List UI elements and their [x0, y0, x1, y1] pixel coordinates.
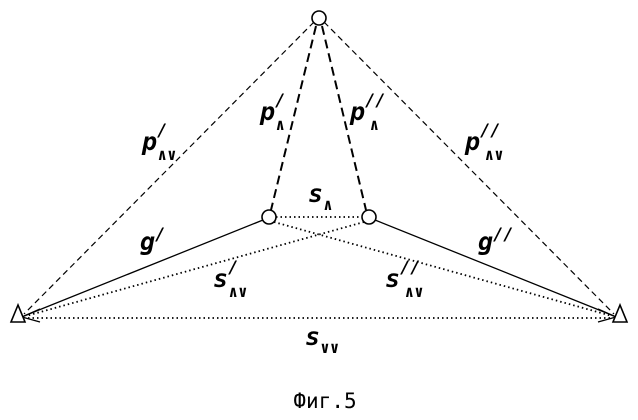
left-base-triangle — [9, 302, 27, 323]
label-s-top: s∧ — [308, 179, 333, 214]
edge-apex-left-inner — [270, 25, 317, 211]
label-p-right-inner: p//∧ — [349, 91, 386, 134]
label-s-bottom: s∨∨ — [305, 322, 339, 357]
edge-apex-right-inner — [321, 25, 367, 211]
right-base-triangle — [611, 302, 629, 323]
right-inner-node — [361, 209, 377, 225]
edge-right-inner-right-base — [374, 219, 615, 317]
figure-caption: Фиг.5 — [293, 389, 356, 413]
label-g-right: g// — [478, 225, 514, 256]
edge-apex-left-base — [23, 21, 315, 315]
edge-left-inner-left-base — [23, 219, 264, 317]
edge-apex-right-base — [323, 21, 615, 315]
label-p-left-outer: p/∧∨ — [141, 121, 177, 164]
label-s-right: s//∧∨ — [385, 258, 424, 301]
left-inner-node — [261, 209, 277, 225]
label-p-right-outer: p//∧∨ — [464, 121, 504, 164]
edge-left-inner-right-base — [273, 221, 613, 317]
label-p-left-inner: p/∧ — [259, 91, 285, 134]
label-g-left: g/ — [140, 225, 165, 256]
edge-right-inner-left-base — [25, 221, 365, 317]
label-s-left: s/∧∨ — [213, 258, 248, 301]
apex-node — [311, 10, 327, 26]
